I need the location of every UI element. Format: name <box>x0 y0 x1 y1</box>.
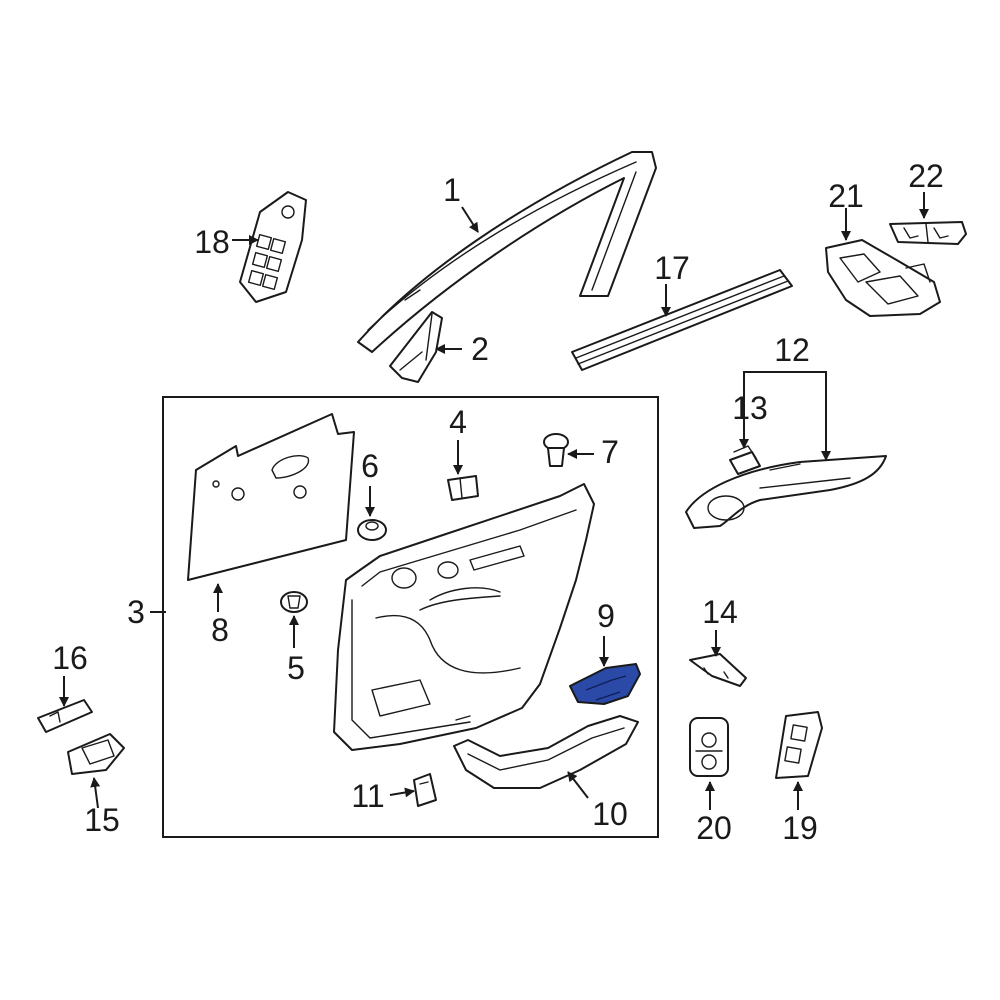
callout-8: 8 <box>211 612 229 648</box>
callout-10: 10 <box>592 796 628 832</box>
callout-3: 3 <box>127 594 145 630</box>
seat-adjust-switch[interactable] <box>825 239 941 317</box>
trim-clip[interactable] <box>447 475 479 501</box>
callout-labels: 1 2 3 4 5 6 7 8 9 10 11 12 13 14 15 16 1… <box>52 158 944 846</box>
callout-18: 18 <box>194 224 230 260</box>
courtesy-lamp[interactable] <box>67 733 125 775</box>
watershield[interactable] <box>187 413 355 581</box>
callout-2: 2 <box>471 331 489 367</box>
callout-17: 17 <box>654 250 690 286</box>
window-switch-bezel[interactable] <box>239 191 307 303</box>
beltline-weatherstrip[interactable] <box>571 269 793 371</box>
armrest[interactable] <box>453 715 639 789</box>
callout-12: 12 <box>774 332 810 368</box>
door-panel-assembly-frame <box>162 396 659 838</box>
door-trim-panel[interactable] <box>333 483 595 751</box>
callout-6: 6 <box>361 448 379 484</box>
leader-lines <box>59 192 929 810</box>
callout-5: 5 <box>287 650 305 686</box>
callout-11: 11 <box>351 778 384 814</box>
callout-7: 7 <box>601 434 619 470</box>
trim-insert-clip[interactable] <box>729 445 761 475</box>
callout-14: 14 <box>702 594 738 630</box>
trim-insert[interactable] <box>685 455 887 529</box>
trim-bracket[interactable] <box>689 653 747 687</box>
window-frame-molding[interactable] <box>357 151 657 353</box>
callout-22: 22 <box>908 158 944 194</box>
callout-19: 19 <box>782 810 818 846</box>
callout-15: 15 <box>84 802 120 838</box>
mirror-switch[interactable] <box>775 711 823 779</box>
callout-20: 20 <box>696 810 732 846</box>
callout-4: 4 <box>449 404 467 440</box>
guide-pin[interactable] <box>543 433 569 467</box>
callout-16: 16 <box>52 640 88 676</box>
push-pin[interactable] <box>280 591 308 613</box>
callout-13: 13 <box>732 390 768 426</box>
door-lock-switch[interactable] <box>689 717 729 777</box>
trim-fastener[interactable] <box>357 519 387 541</box>
interior-door-handle-body <box>569 663 641 705</box>
interior-door-handle[interactable] <box>569 663 641 705</box>
callout-1: 1 <box>443 172 461 208</box>
seat-memory-switch[interactable] <box>889 221 967 245</box>
callout-9: 9 <box>597 598 615 634</box>
armrest-clip[interactable] <box>413 773 437 807</box>
callout-21: 21 <box>828 178 864 214</box>
